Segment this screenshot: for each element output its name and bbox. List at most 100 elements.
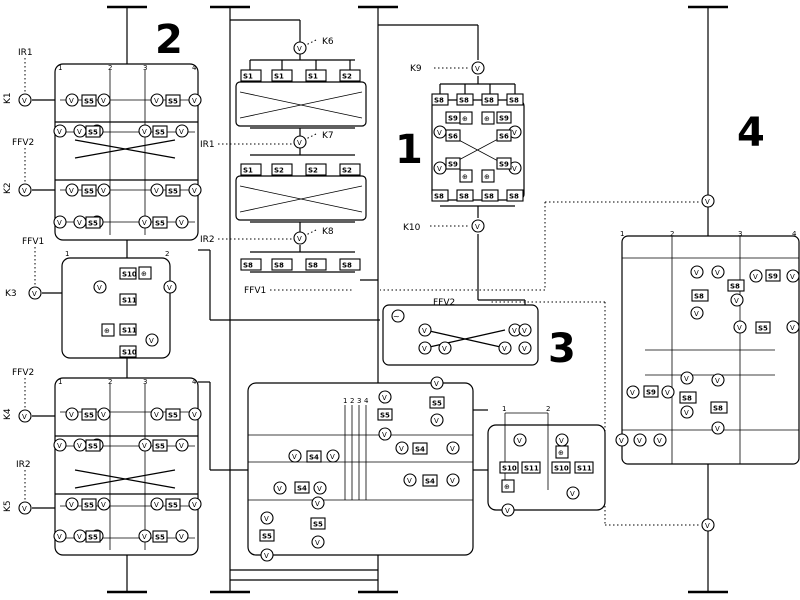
switch-label: S5 xyxy=(88,443,98,451)
switch-bottom-bank xyxy=(271,258,293,271)
switch-label: S4 xyxy=(415,446,425,454)
valve-label: V xyxy=(382,394,387,402)
valve-symbol xyxy=(311,496,325,510)
valve-symbol xyxy=(711,265,725,279)
valve-label: V xyxy=(179,442,184,450)
switch-label: S5 xyxy=(84,502,94,510)
valve-symbol xyxy=(690,265,704,279)
switch-label: S8 xyxy=(308,262,318,270)
valve-symbol xyxy=(138,438,152,452)
valve-symbol xyxy=(175,438,189,452)
svg-text:2: 2 xyxy=(670,230,674,238)
valve-label: V xyxy=(475,65,480,73)
switch-label: S5 xyxy=(88,534,98,542)
valve-symbol xyxy=(53,215,67,229)
switch-label: S5 xyxy=(88,220,98,228)
switch-label: S5 xyxy=(432,400,442,408)
switch-label: S5 xyxy=(155,129,165,137)
valve-symbol xyxy=(53,438,67,452)
switch-s9 xyxy=(643,385,659,398)
switch-s5 xyxy=(81,184,97,197)
valve-label: V xyxy=(142,128,147,136)
switch-label: S8 xyxy=(484,193,494,201)
valve-symbol xyxy=(188,407,202,421)
valve-label: V xyxy=(57,442,62,450)
input-valve xyxy=(28,286,42,300)
valve-symbol xyxy=(701,518,715,532)
label-ffv1-out: FFV1 xyxy=(244,286,266,296)
switch-label: S9 xyxy=(768,273,778,281)
valve-label: V xyxy=(167,284,172,292)
valve-label: V xyxy=(570,490,575,498)
valve-label: V xyxy=(502,345,507,353)
valve-symbol xyxy=(53,529,67,543)
switch-label: S5 xyxy=(168,412,178,420)
switch-label: S1 xyxy=(274,73,284,81)
valve-symbol xyxy=(430,376,444,390)
switch-top-bank xyxy=(339,69,361,82)
adder-symbol xyxy=(501,479,515,493)
valve-symbol xyxy=(273,481,287,495)
valve-symbol xyxy=(97,93,111,107)
switch-label: S4 xyxy=(297,485,307,493)
valve-label: V xyxy=(101,187,106,195)
region-number-2: 2 xyxy=(155,17,183,63)
adder-label: ⊕ xyxy=(558,449,564,457)
valve-label: V xyxy=(179,128,184,136)
switch-s4 xyxy=(306,450,322,463)
switch-s5 xyxy=(81,94,97,107)
valve-label: V xyxy=(382,431,387,439)
svg-text:1: 1 xyxy=(502,405,506,413)
switch-s11 xyxy=(574,461,594,474)
adder-symbol xyxy=(555,445,569,459)
adder-label: ⊕ xyxy=(141,270,147,278)
region-number-1: 1 xyxy=(395,127,423,173)
valve-label: V xyxy=(684,409,689,417)
label-ir2-out: IR2 xyxy=(200,235,215,245)
adder-symbol xyxy=(459,169,473,183)
switch-label: S5 xyxy=(380,412,390,420)
switch-label: S2 xyxy=(274,167,284,175)
valve-symbol xyxy=(566,486,580,500)
svg-text:4: 4 xyxy=(192,378,197,386)
valve-label: V xyxy=(512,129,517,137)
switch-top-bank xyxy=(240,69,262,82)
valve-label: V xyxy=(69,411,74,419)
valve-label: V xyxy=(277,485,282,493)
switch-label: S8 xyxy=(694,293,704,301)
switch-label: S8 xyxy=(274,262,284,270)
valve-symbol xyxy=(93,280,107,294)
input-ir2-label: IR2 xyxy=(16,460,31,470)
svg-text:2: 2 xyxy=(165,250,169,258)
valve-symbol xyxy=(97,183,111,197)
switch-label: S11 xyxy=(577,465,592,473)
input-ffv1-label: FFV1 xyxy=(22,237,44,247)
valve-symbol xyxy=(97,497,111,511)
valve-label: V xyxy=(790,273,795,281)
valve-symbol xyxy=(313,481,327,495)
valve-symbol xyxy=(293,41,307,55)
valve-label: V xyxy=(522,345,527,353)
valve-label: V xyxy=(142,219,147,227)
switch-mid-bank xyxy=(339,163,361,176)
valve-symbol xyxy=(326,449,340,463)
valve-symbol xyxy=(288,449,302,463)
input-k5-label: K5 xyxy=(3,500,13,512)
input-valve xyxy=(18,501,32,515)
valve-label: V xyxy=(657,437,662,445)
valve-symbol xyxy=(138,124,152,138)
valve-label: V xyxy=(694,310,699,318)
valve-symbol xyxy=(378,427,392,441)
input-valve xyxy=(18,409,32,423)
svg-text:4: 4 xyxy=(192,64,197,72)
valve-symbol xyxy=(150,497,164,511)
valve-label: V xyxy=(192,187,197,195)
valve-symbol xyxy=(65,407,79,421)
valve-symbol xyxy=(150,407,164,421)
input-k3-label: K3 xyxy=(5,289,17,299)
valve-label: V xyxy=(179,219,184,227)
valve-label: V xyxy=(737,324,742,332)
valve-symbol xyxy=(260,511,274,525)
valve-symbol xyxy=(138,215,152,229)
switch-label: S5 xyxy=(168,502,178,510)
